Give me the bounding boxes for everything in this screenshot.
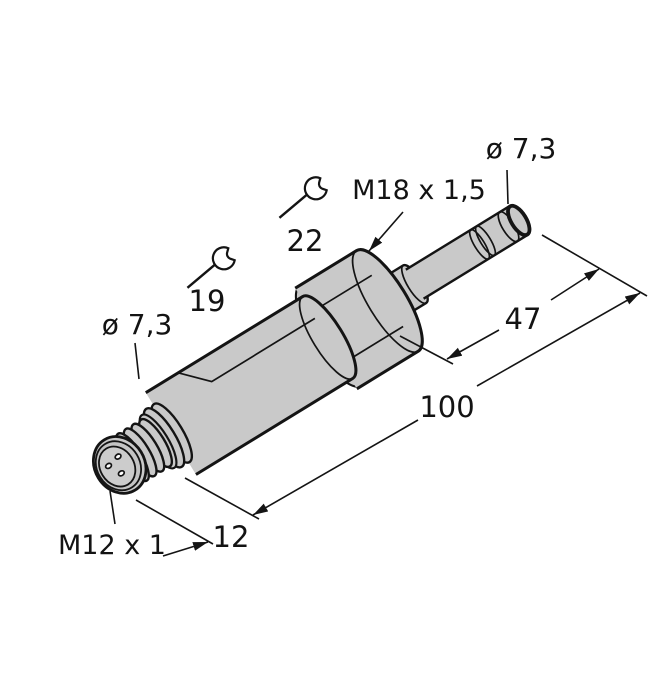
label-wrench-size-22: 22: [287, 224, 324, 258]
sensor-illustration: [92, 203, 532, 495]
label-dim-100: 100: [419, 390, 474, 424]
label-m18-thread: M18 x 1,5: [352, 175, 486, 206]
body-hex-flat-edge: [177, 317, 316, 383]
label-tip-diameter: ø 7,3: [486, 132, 557, 165]
extension-line-thread-base: [184, 477, 260, 520]
sensor-body: [145, 294, 358, 476]
leader-dia-tip: [506, 169, 509, 205]
connector-pin: [104, 462, 113, 470]
connector-pin: [114, 453, 122, 460]
probe-tip-cap: [506, 203, 532, 237]
dim-line-100-right: [476, 292, 641, 387]
label-left-diameter: ø 7,3: [102, 308, 173, 341]
wrench-icon-22: [268, 173, 330, 221]
probe-shaft: [405, 203, 532, 300]
label-dim-47: 47: [505, 302, 542, 336]
extension-line-nut-face: [399, 335, 454, 365]
label-dim-12: 12: [213, 520, 250, 554]
dim-line-47-left: [446, 329, 500, 360]
shaft-groove-ring: [468, 228, 491, 261]
dim-line-100-left: [252, 419, 419, 516]
leader-m12-thread: [109, 490, 116, 525]
label-wrench-size-19: 19: [189, 284, 226, 318]
extension-line-probe-tip: [541, 234, 648, 297]
m12-connector-face: [92, 435, 148, 495]
leader-m18-thread: [368, 211, 404, 252]
leader-dia-left: [134, 342, 140, 380]
label-m12-thread: M12 x 1: [58, 530, 166, 561]
connector-pin: [117, 469, 126, 477]
wrench-icon-19: [176, 243, 238, 291]
shaft-groove-ring: [474, 225, 497, 257]
extension-line-connector-face: [135, 499, 214, 545]
dim-line-47-right: [550, 268, 600, 301]
dim-arrow-12: [162, 541, 209, 557]
